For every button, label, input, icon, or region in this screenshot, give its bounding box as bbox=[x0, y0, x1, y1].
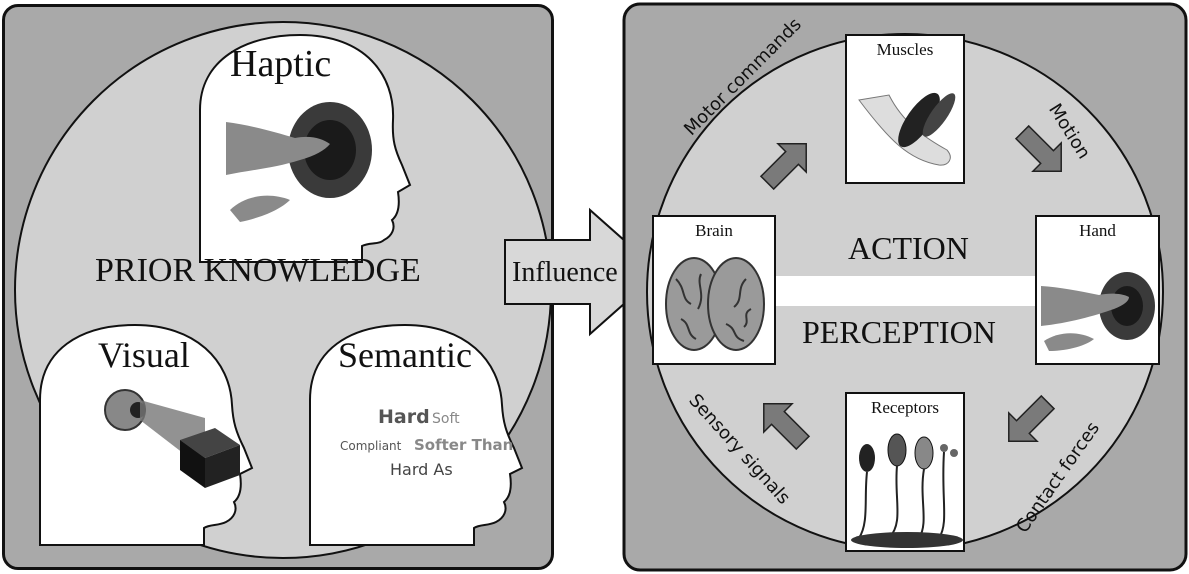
semantic-head-icon bbox=[309, 323, 524, 546]
action-perception-band bbox=[765, 276, 1045, 306]
brain-box: Brain bbox=[652, 215, 776, 365]
sensory-signals-arrow bbox=[763, 403, 811, 451]
prior-knowledge-label: PRIOR KNOWLEDGE bbox=[95, 252, 421, 289]
muscles-box: Muscles bbox=[845, 34, 965, 184]
semantic-word-hard: Hard bbox=[378, 406, 430, 428]
haptic-label: Haptic bbox=[230, 43, 332, 85]
receptors-icon bbox=[851, 433, 963, 548]
brain-title: Brain bbox=[695, 221, 733, 240]
motion-arrow bbox=[1014, 124, 1062, 172]
haptic-head-icon bbox=[199, 33, 412, 263]
hand-box: Hand bbox=[1035, 215, 1160, 365]
motor-commands-arrow bbox=[759, 143, 807, 191]
visual-head-icon bbox=[39, 323, 254, 546]
contact-forces-arrow bbox=[1008, 394, 1056, 442]
hand-icon bbox=[1041, 272, 1155, 351]
influence-label: Influence bbox=[512, 257, 618, 288]
perception-label: PERCEPTION bbox=[802, 314, 996, 350]
visual-label: Visual bbox=[98, 335, 190, 375]
semantic-word-softer-than: Softer Than bbox=[414, 436, 514, 454]
hand-title: Hand bbox=[1079, 221, 1116, 240]
receptors-title: Receptors bbox=[871, 398, 939, 417]
semantic-word-soft: Soft bbox=[432, 411, 460, 427]
action-label: ACTION bbox=[848, 230, 969, 266]
brain-icon bbox=[665, 257, 765, 351]
muscles-title: Muscles bbox=[876, 40, 934, 59]
semantic-label: Semantic bbox=[338, 335, 472, 375]
semantic-word-hard-as: Hard As bbox=[390, 460, 453, 479]
receptors-box: Receptors bbox=[845, 392, 965, 552]
semantic-word-compliant: Compliant bbox=[340, 439, 402, 453]
muscles-icon bbox=[858, 92, 956, 166]
